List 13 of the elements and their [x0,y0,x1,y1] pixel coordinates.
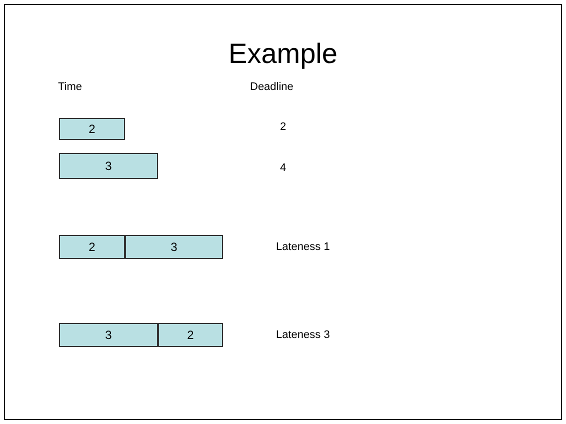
task-bar: 3 [59,323,158,347]
label: 2 [280,121,286,133]
label: Lateness 3 [276,329,330,341]
label: 4 [280,162,286,174]
task-bar: 2 [59,118,125,140]
label: Deadline [250,81,294,93]
task-bar: 2 [158,323,223,347]
task-bar: 3 [59,153,158,179]
label: Lateness 1 [276,241,330,253]
label: Time [58,81,82,93]
title: Example [228,38,338,70]
task-bar: 2 [59,235,125,259]
task-bar: 3 [125,235,223,259]
